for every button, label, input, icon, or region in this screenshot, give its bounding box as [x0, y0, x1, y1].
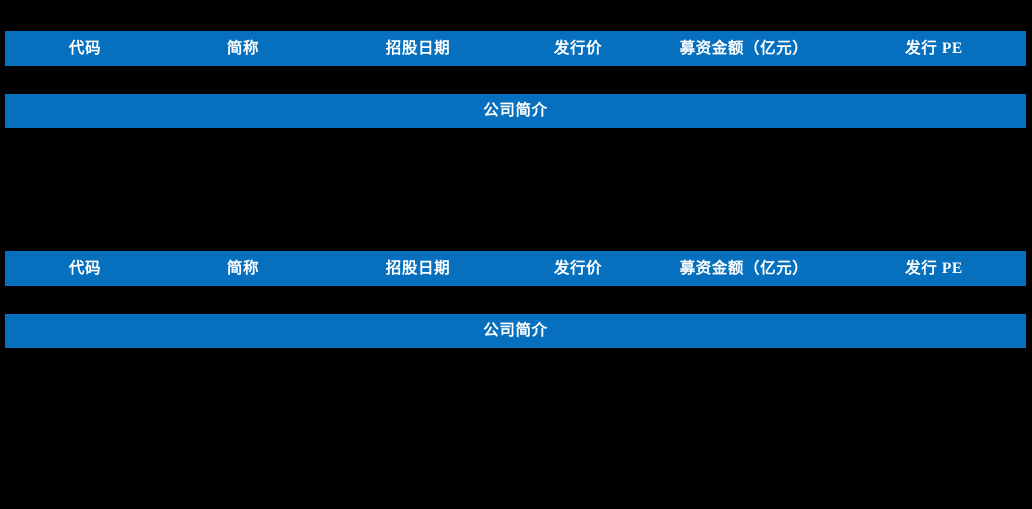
table-2-header-row: 代码 简称 招股日期 发行价 募资金额（亿元） 发行 PE — [5, 251, 1026, 286]
table-row — [5, 152, 1026, 176]
ipo-table-2: 代码 简称 招股日期 发行价 募资金额（亿元） 发行 PE 公司简介 — [5, 251, 1026, 504]
table-2-column-header-issue-price: 发行价 — [553, 260, 603, 277]
table-1-header-gap — [5, 66, 1026, 94]
table-1-column-header-code: 代码 — [68, 40, 102, 57]
table-1-column-header-short-name: 简称 — [226, 40, 260, 57]
table-1-column-header-issue-price: 发行价 — [553, 40, 603, 57]
table-row — [5, 348, 1026, 372]
table-2-column-header-offering-date: 招股日期 — [385, 260, 451, 277]
ipo-table-1: 代码 简称 招股日期 发行价 募资金额（亿元） 发行 PE 公司简介 — [5, 31, 1026, 251]
table-2-column-header-raised-amount: 募资金额（亿元） — [679, 260, 809, 277]
table-1-body — [5, 128, 1026, 251]
table-1-section-header-company-profile: 公司简介 — [5, 94, 1026, 128]
table-2-column-header-code: 代码 — [68, 260, 102, 277]
table-2-column-header-short-name: 简称 — [226, 260, 260, 277]
table-2-header-gap — [5, 286, 1026, 314]
table-1-header-row: 代码 简称 招股日期 发行价 募资金额（亿元） 发行 PE — [5, 31, 1026, 66]
table-row — [5, 200, 1026, 224]
table-row — [5, 128, 1026, 152]
table-1-column-header-raised-amount: 募资金额（亿元） — [679, 40, 809, 57]
table-1-column-header-offering-date: 招股日期 — [385, 40, 451, 57]
table-row — [5, 176, 1026, 200]
table-row — [5, 420, 1026, 444]
table-row — [5, 224, 1026, 248]
table-row — [5, 396, 1026, 420]
table-row — [5, 468, 1026, 492]
table-row — [5, 372, 1026, 396]
table-2-section-header-company-profile: 公司简介 — [5, 314, 1026, 348]
table-2-body — [5, 348, 1026, 504]
table-1-column-header-issue-pe: 发行 PE — [905, 40, 963, 57]
table-row — [5, 444, 1026, 468]
table-2-column-header-issue-pe: 发行 PE — [905, 260, 963, 277]
